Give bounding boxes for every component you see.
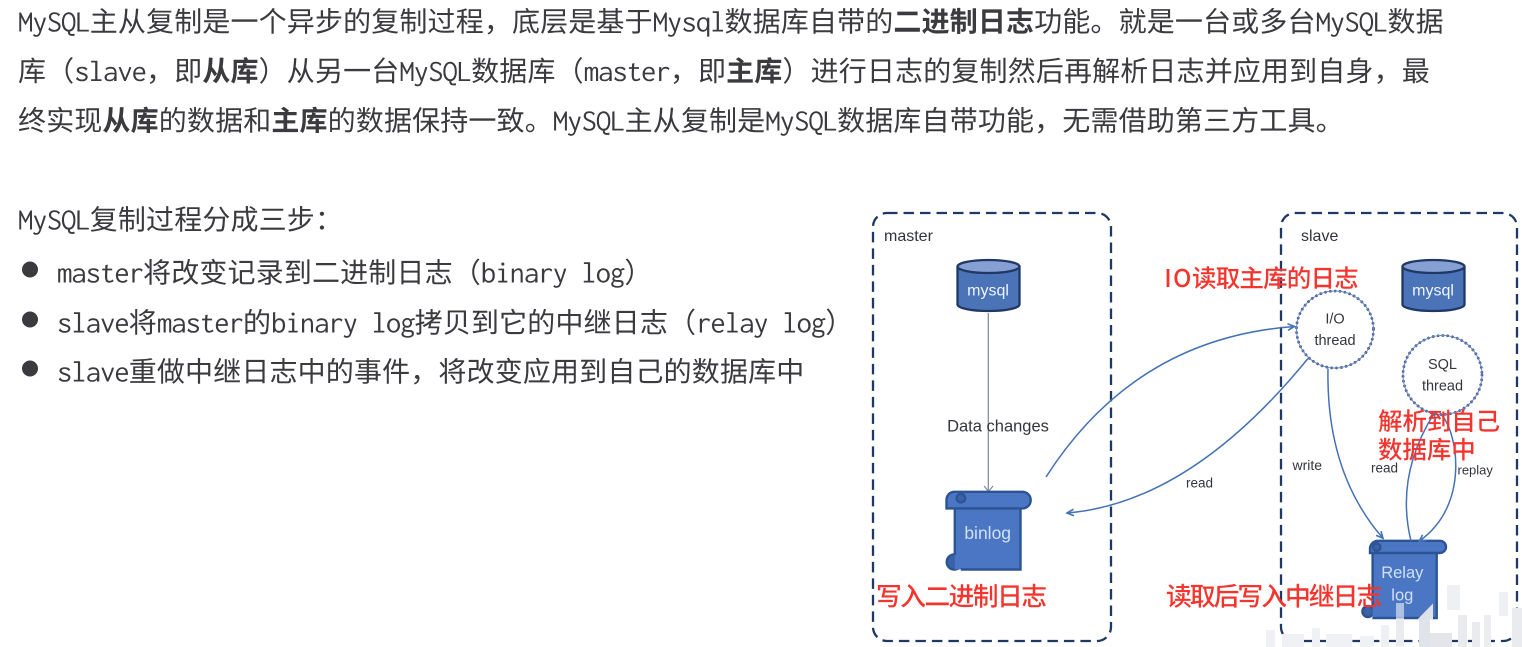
svg-text:master: master	[884, 228, 934, 245]
svg-text:mysql: mysql	[967, 283, 1009, 300]
svg-text:SQL: SQL	[1428, 357, 1457, 373]
svg-text:thread: thread	[1422, 379, 1463, 395]
svg-text:thread: thread	[1314, 333, 1355, 349]
svg-text:read: read	[1371, 461, 1398, 476]
svg-text:log: log	[1391, 586, 1413, 604]
svg-text:write: write	[1292, 457, 1323, 473]
svg-text:Data changes: Data changes	[947, 418, 1049, 436]
svg-text:mysql: mysql	[1412, 283, 1454, 300]
svg-text:slave: slave	[1301, 228, 1338, 245]
svg-text:binlog: binlog	[964, 523, 1011, 543]
svg-text:read: read	[1186, 476, 1213, 491]
svg-text:I/O: I/O	[1325, 312, 1344, 328]
svg-text:replay: replay	[1458, 463, 1494, 478]
svg-text:Relay: Relay	[1381, 564, 1424, 582]
